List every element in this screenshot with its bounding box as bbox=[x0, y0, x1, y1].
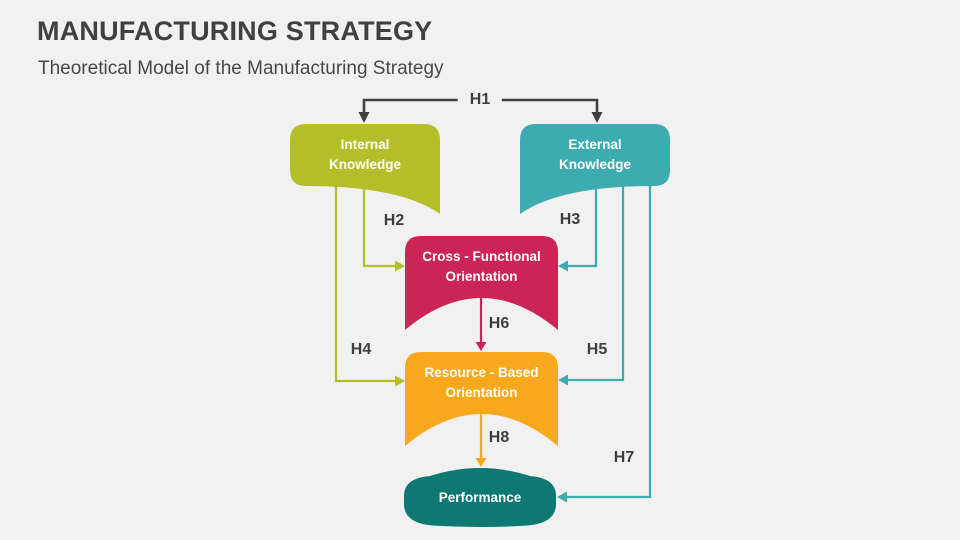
node-label-internal-knowledge: Internal Knowledge bbox=[290, 124, 440, 186]
edge-h3-arrowhead bbox=[558, 260, 568, 272]
edge-label-h6: H6 bbox=[488, 315, 510, 332]
node-label-performance: Performance bbox=[404, 468, 556, 528]
cross-functional-shape bbox=[405, 236, 558, 330]
node-resource-based-orientation: Resource - Based Orientation bbox=[405, 352, 558, 446]
edge-h2-arrowhead bbox=[395, 260, 405, 272]
resource-based-shape bbox=[405, 352, 558, 446]
node-performance: Performance bbox=[404, 468, 556, 528]
edge-label-h3: H3 bbox=[559, 211, 581, 228]
slide-subtitle: Theoretical Model of the Manufacturing S… bbox=[38, 58, 444, 79]
edge-label-h8: H8 bbox=[488, 429, 510, 446]
node-text-line: Knowledge bbox=[558, 157, 631, 172]
edge-h6-arrowhead bbox=[475, 342, 487, 351]
edge-h7-line bbox=[566, 150, 652, 499]
node-text-line: Orientation bbox=[445, 385, 518, 400]
edge-h1-arrowhead-left bbox=[358, 112, 370, 123]
node-text-line: Orientation bbox=[445, 269, 518, 284]
performance-shape bbox=[404, 468, 556, 527]
edge-h1-arrowhead-right bbox=[591, 112, 603, 123]
edge-label-h7: H7 bbox=[613, 449, 635, 466]
edge-h4-line bbox=[334, 150, 396, 383]
node-cross-functional-orientation: Cross - Functional Orientation bbox=[405, 236, 558, 330]
edge-h8-arrowhead bbox=[475, 458, 487, 467]
node-label-cross-functional: Cross - Functional Orientation bbox=[405, 236, 558, 298]
slide-title: MANUFACTURING STRATEGY bbox=[37, 16, 433, 46]
edge-label-h4: H4 bbox=[350, 341, 372, 358]
node-text-line: Internal bbox=[340, 137, 390, 152]
node-text-line: Performance bbox=[438, 490, 522, 505]
internal-knowledge-shape bbox=[290, 124, 440, 214]
edge-h5-line bbox=[567, 150, 625, 382]
node-text-line: Resource - Based bbox=[424, 365, 539, 380]
edge-label-h2: H2 bbox=[383, 212, 405, 229]
node-label-resource-based: Resource - Based Orientation bbox=[405, 352, 558, 414]
edge-h7-arrowhead bbox=[557, 491, 567, 503]
edge-h4-arrowhead bbox=[395, 375, 405, 387]
node-label-external-knowledge: External Knowledge bbox=[520, 124, 670, 186]
node-internal-knowledge: Internal Knowledge bbox=[290, 124, 440, 214]
node-external-knowledge: External Knowledge bbox=[520, 124, 670, 214]
external-knowledge-shape bbox=[520, 124, 670, 214]
edge-label-h5: H5 bbox=[586, 341, 608, 358]
node-text-line: Cross - Functional bbox=[422, 249, 541, 264]
edge-label-h1: H1 bbox=[457, 91, 503, 109]
node-text-line: External bbox=[568, 137, 622, 152]
node-text-line: Knowledge bbox=[328, 157, 401, 172]
edge-h5-arrowhead bbox=[558, 374, 568, 386]
